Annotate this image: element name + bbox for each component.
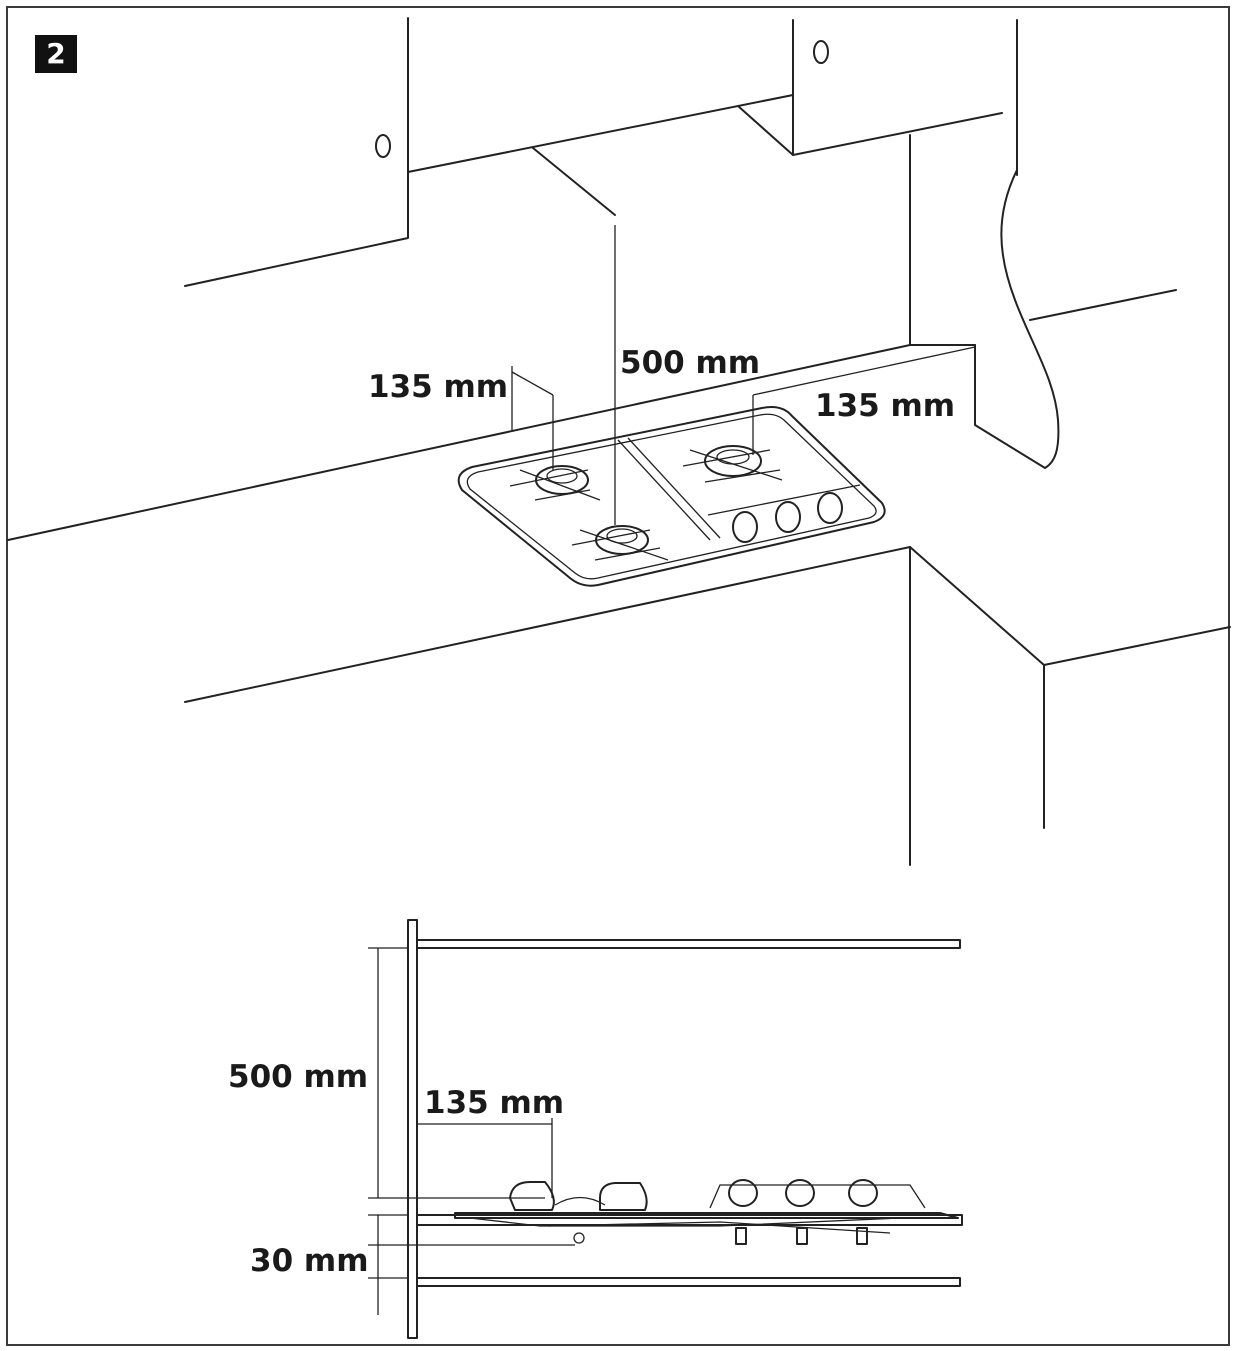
back-wall	[407, 919, 418, 1339]
worktop	[7, 344, 1231, 866]
cabinet-door-knob	[375, 134, 391, 158]
perspective-view: 135 mm 500 mm 135 mm	[7, 17, 1231, 866]
lower-cabinet-top	[416, 1277, 961, 1287]
control-knobs	[732, 492, 843, 543]
dimension-label-500mm: 500 mm	[620, 345, 760, 381]
cabinet-door-knob	[813, 40, 829, 64]
knob	[732, 511, 758, 543]
side-panel	[909, 134, 1177, 469]
knob	[817, 492, 843, 524]
dimension-label-135mm-right: 135 mm	[815, 388, 955, 424]
side-hob-profile	[454, 1179, 959, 1245]
left-wall-cabinet	[184, 17, 794, 287]
burner-rear-right	[682, 445, 783, 483]
side-view: 500 mm 135 mm 30 mm	[228, 919, 963, 1339]
perspective-dimension-lines	[511, 225, 976, 525]
side-worktop	[416, 1214, 963, 1226]
dimension-label-135mm-left: 135 mm	[368, 369, 508, 405]
knob	[775, 501, 801, 533]
side-dimension-lines	[368, 947, 575, 1315]
side-dimension-label-135mm: 135 mm	[424, 1085, 564, 1121]
burner-rear-left	[509, 465, 601, 501]
right-wall-cabinet	[737, 19, 1018, 176]
side-dimension-label-30mm: 30 mm	[250, 1243, 369, 1279]
burner-front-left	[571, 525, 669, 561]
gas-hob	[457, 406, 886, 587]
wall-cabinet-underside	[416, 939, 961, 949]
side-dimension-label-500mm: 500 mm	[228, 1059, 368, 1095]
step-number-badge: 2	[35, 35, 77, 73]
figure-frame	[6, 6, 1230, 1346]
side-knobs	[728, 1179, 878, 1245]
